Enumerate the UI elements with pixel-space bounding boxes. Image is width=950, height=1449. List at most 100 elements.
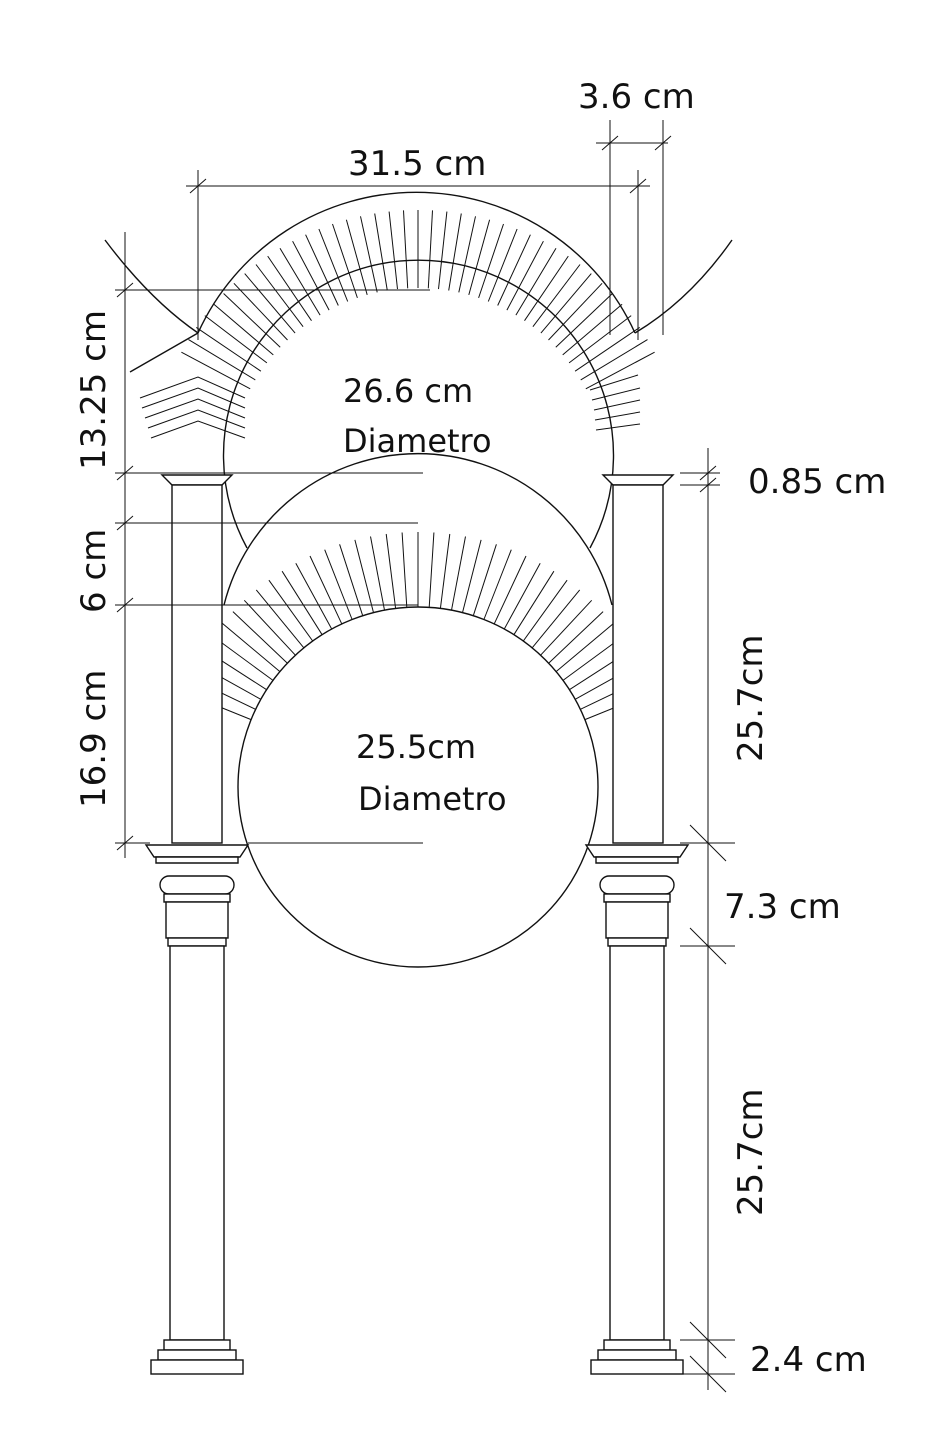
upper-circle-word: Diametro: [343, 422, 492, 460]
lower-voussoirs: [181, 532, 655, 721]
right-lower-column: [584, 844, 690, 1375]
voussoir-joint: [574, 326, 640, 372]
voussoir-joint: [427, 210, 433, 289]
voussoir-joint: [255, 589, 305, 649]
upper-voussoirs: [181, 210, 655, 390]
lower-circle-word: Diametro: [358, 780, 507, 818]
dim-span-label: 31.5 cm: [348, 144, 486, 184]
left-upper-column: [160, 474, 234, 844]
voussoir-joint: [370, 536, 385, 611]
voussoir-joint: [540, 599, 593, 656]
dim-right-lower-label: 25.7cm: [731, 1088, 771, 1216]
voussoir-joint: [181, 351, 251, 390]
lower-arch: [181, 453, 655, 968]
voussoir-joint: [223, 293, 281, 348]
voussoir-joint: [548, 282, 603, 341]
voussoir-joint: [401, 532, 408, 608]
voussoir-joint: [585, 351, 655, 390]
upper-circle-size: 26.6 cm: [343, 372, 473, 410]
dim-span: [186, 170, 650, 340]
voussoir-joint: [487, 228, 518, 302]
voussoir-joint: [213, 303, 274, 356]
dim-base-label: 2.4 cm: [750, 1340, 867, 1380]
right-upper-shaft: [612, 484, 664, 844]
voussoir-joint: [196, 326, 262, 372]
right-spandrel-arc: [634, 239, 733, 334]
voussoir-joint: [204, 315, 268, 364]
voussoir-joint: [439, 533, 451, 609]
voussoir-joint: [522, 579, 568, 642]
voussoir-joint: [524, 255, 569, 321]
voussoir-joint: [295, 562, 333, 630]
right-abacus: [601, 474, 675, 486]
voussoir-joint: [506, 240, 544, 311]
voussoir-joint: [281, 570, 323, 635]
voussoir-joint: [292, 240, 330, 311]
voussoir-joint: [540, 273, 592, 334]
voussoir-joint: [478, 223, 504, 299]
dim-capital-label: 7.3 cm: [724, 887, 841, 927]
voussoir-joint: [324, 549, 353, 620]
dim-right-chain: [680, 448, 735, 1393]
voussoir-joint: [555, 623, 614, 672]
voussoir-joint: [428, 532, 435, 608]
voussoir-joint: [188, 339, 256, 381]
voussoir-joint: [243, 599, 296, 656]
voussoir-joint: [532, 264, 581, 328]
left-abacus: [160, 474, 234, 486]
voussoir-joint: [332, 223, 358, 299]
upper-arch-extrados: [197, 191, 636, 334]
voussoir-joint: [568, 315, 632, 364]
voussoir-joint: [513, 570, 555, 635]
voussoir-joint: [483, 549, 512, 620]
right-capital-top: [584, 844, 690, 858]
upper-arch: [104, 191, 733, 549]
voussoir-joint: [562, 303, 623, 356]
voussoir-joint: [451, 536, 466, 611]
voussoir-joint: [580, 339, 648, 381]
voussoir-joint: [497, 234, 531, 306]
dim-lower-column-label: 16.9 cm: [74, 670, 114, 808]
voussoir-joint: [555, 293, 613, 348]
voussoir-joint: [255, 264, 304, 328]
voussoir-joint: [468, 219, 491, 296]
voussoir-joint: [385, 533, 397, 609]
left-spandrel-line: [129, 332, 199, 373]
left-chevron-hatch: [139, 376, 246, 439]
voussoir-joint: [345, 219, 368, 296]
voussoir-joint: [374, 213, 388, 291]
right-capital-torus: [599, 875, 675, 895]
voussoir-joint: [503, 562, 541, 630]
voussoir-joint: [403, 210, 409, 289]
voussoir-joint: [244, 273, 296, 334]
dim-gap-label: 6 cm: [74, 529, 114, 613]
voussoir-joint: [267, 255, 312, 321]
voussoir-joint: [305, 234, 339, 306]
voussoir-joint: [318, 228, 349, 302]
left-capital-top: [144, 844, 250, 858]
lower-arch-extrados: [223, 453, 613, 606]
voussoir-joint: [531, 589, 581, 649]
voussoir-joint: [462, 539, 482, 613]
voussoir-joint: [233, 282, 288, 341]
voussoir-joint: [309, 555, 343, 625]
voussoir-joint: [354, 539, 374, 613]
right-base: [590, 1359, 684, 1375]
left-lower-column: [144, 844, 250, 1375]
dim-abacus-label: 0.85 cm: [748, 462, 886, 502]
left-capital-torus: [159, 875, 235, 895]
left-upper-shaft: [171, 484, 223, 844]
right-lower-shaft: [609, 945, 665, 1341]
voussoir-joint: [515, 248, 557, 316]
voussoir-joint: [339, 544, 364, 616]
voussoir-joint: [493, 555, 527, 625]
voussoir-joint: [268, 579, 314, 642]
voussoir-joint: [438, 211, 448, 290]
voussoir-joint: [472, 544, 497, 616]
left-lower-shaft: [169, 945, 225, 1341]
voussoir-joint: [222, 623, 281, 672]
voussoir-joint: [548, 611, 604, 664]
lower-circle-size: 25.5cm: [356, 728, 476, 766]
dim-upper-arch-label: 13.25 cm: [74, 310, 114, 470]
